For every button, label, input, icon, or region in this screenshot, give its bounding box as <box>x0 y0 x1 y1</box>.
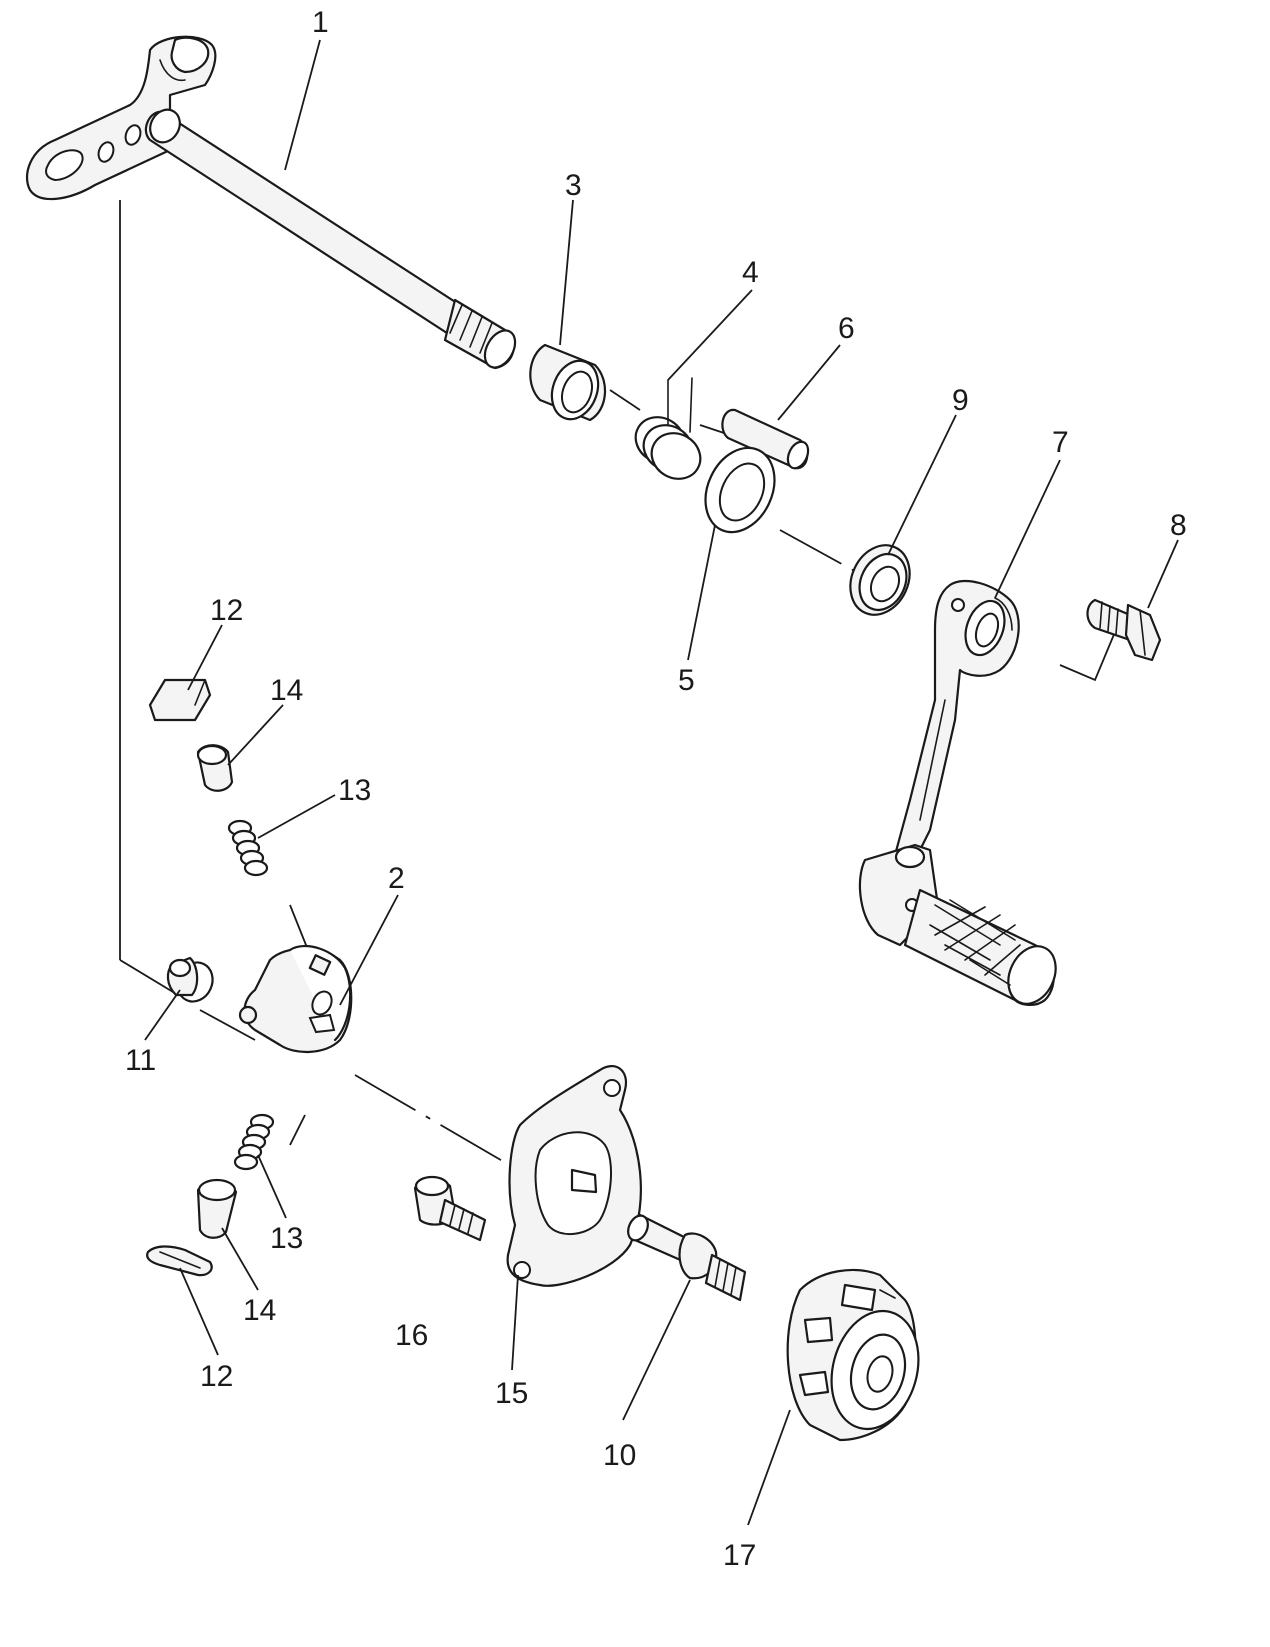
callout-1: 1 <box>312 6 329 39</box>
bushing <box>529 343 607 422</box>
callout-2: 2 <box>388 862 405 895</box>
callout-13-lower: 13 <box>270 1222 303 1255</box>
shift-pedal <box>858 580 1057 1006</box>
callout-14-lower: 14 <box>243 1294 276 1327</box>
callout-labels: 1 3 4 6 9 7 8 5 12 14 13 2 11 13 14 12 1… <box>125 6 1187 1572</box>
callout-12-upper: 12 <box>210 594 243 627</box>
callout-7: 7 <box>1052 426 1069 459</box>
guide-screw <box>413 1175 487 1242</box>
callout-8: 8 <box>1170 509 1187 542</box>
small-spring-upper <box>227 819 269 877</box>
small-spring-lower <box>233 1113 275 1171</box>
callout-3: 3 <box>565 169 582 202</box>
pedal-bolt <box>1086 598 1162 662</box>
washer <box>704 446 776 534</box>
callout-9: 9 <box>952 384 969 417</box>
callout-11: 11 <box>125 1044 156 1077</box>
drum-segment <box>786 1268 920 1442</box>
guide-plate <box>506 1065 643 1287</box>
callout-15: 15 <box>495 1377 528 1410</box>
callout-12-lower: 12 <box>200 1360 233 1393</box>
callout-5: 5 <box>678 664 695 697</box>
callout-6: 6 <box>838 312 855 345</box>
callout-14-upper: 14 <box>270 674 303 707</box>
callout-17: 17 <box>723 1539 756 1572</box>
return-spring <box>634 377 702 480</box>
callout-10: 10 <box>603 1439 636 1472</box>
stopper-plate-lower <box>146 1245 213 1277</box>
callout-leaders <box>144 39 1179 1526</box>
oil-seal <box>849 544 911 616</box>
stopper-block-upper <box>148 678 212 722</box>
shift-cam <box>238 945 353 1054</box>
callout-4: 4 <box>742 256 759 289</box>
roller-pin-upper <box>196 744 234 792</box>
segment-bolt <box>627 1213 747 1302</box>
callout-13-upper: 13 <box>338 774 371 807</box>
pin <box>721 408 810 470</box>
shift-shaft <box>25 35 517 370</box>
collar <box>166 956 214 1003</box>
roller-pin-lower <box>196 1178 238 1239</box>
callout-16: 16 <box>395 1319 428 1352</box>
